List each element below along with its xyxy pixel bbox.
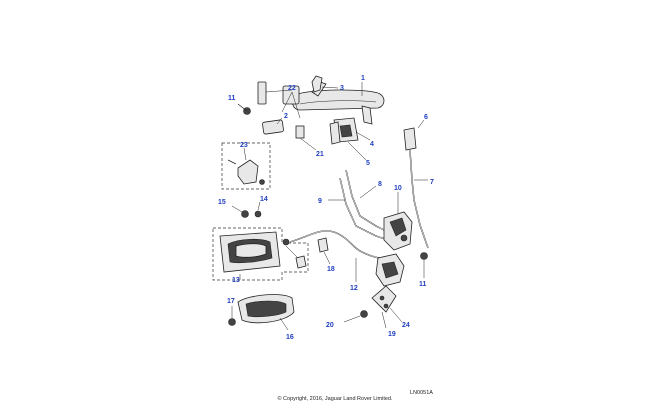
- bracket-3: [311, 75, 323, 93]
- seal-top: [257, 81, 267, 105]
- callout-2: 2: [284, 113, 288, 120]
- callout-8: 8: [378, 181, 382, 188]
- callout-23: 23: [240, 142, 248, 149]
- callout-24: 24: [402, 322, 410, 329]
- callout-5: 5: [366, 160, 370, 167]
- callout-4: 4: [370, 141, 374, 148]
- callout-7: 7: [430, 179, 434, 186]
- lock-actuator: [375, 253, 405, 287]
- callout-19: 19: [388, 331, 396, 338]
- callout-18: 18: [327, 266, 335, 273]
- screw-17: [228, 306, 236, 326]
- callout-21: 21: [316, 151, 324, 158]
- screws-14-15: [231, 201, 262, 218]
- lock-barrel-4: [333, 117, 359, 143]
- callout-6: 6: [424, 114, 428, 121]
- callout-17: 17: [227, 298, 235, 305]
- copyright-notice: © Copyright, 2016, Jaguar Land Rover Lim…: [277, 396, 393, 402]
- clip-21: [295, 125, 305, 139]
- callout-3: 3: [340, 85, 344, 92]
- callout-20: 20: [326, 322, 334, 329]
- callout-14: 14: [260, 196, 268, 203]
- callout-15: 15: [218, 199, 226, 206]
- screw-11-right: [420, 252, 428, 260]
- callout-16: 16: [286, 334, 294, 341]
- bracket-5: [329, 121, 341, 145]
- callout-10: 10: [394, 185, 402, 192]
- outer-handle-assembly: [292, 81, 385, 125]
- screw-20: [343, 310, 368, 323]
- handle-bezel-16: [237, 294, 295, 331]
- latch-10: [383, 192, 413, 251]
- inner-handle-13: [219, 231, 307, 280]
- diagram-reference: LN0051A: [410, 390, 433, 396]
- rod-assembly-8-9: [328, 169, 389, 241]
- callout-12: 12: [350, 285, 358, 292]
- callout-11-top: 11: [228, 95, 236, 102]
- callout-9: 9: [318, 198, 322, 205]
- callout-11-right: 11: [419, 281, 427, 288]
- clip-18: [317, 237, 331, 265]
- rod-assembly-7: [403, 119, 429, 249]
- callout-1: 1: [361, 75, 365, 82]
- callout-13: 13: [232, 277, 240, 284]
- cable-12: [289, 230, 395, 260]
- gasket-2: [262, 119, 284, 135]
- callout-22: 22: [288, 85, 296, 92]
- striker-24: [371, 285, 403, 329]
- leader-lines-top: [265, 82, 371, 161]
- part-23-contents: [227, 147, 265, 185]
- group-box-23: [221, 142, 271, 190]
